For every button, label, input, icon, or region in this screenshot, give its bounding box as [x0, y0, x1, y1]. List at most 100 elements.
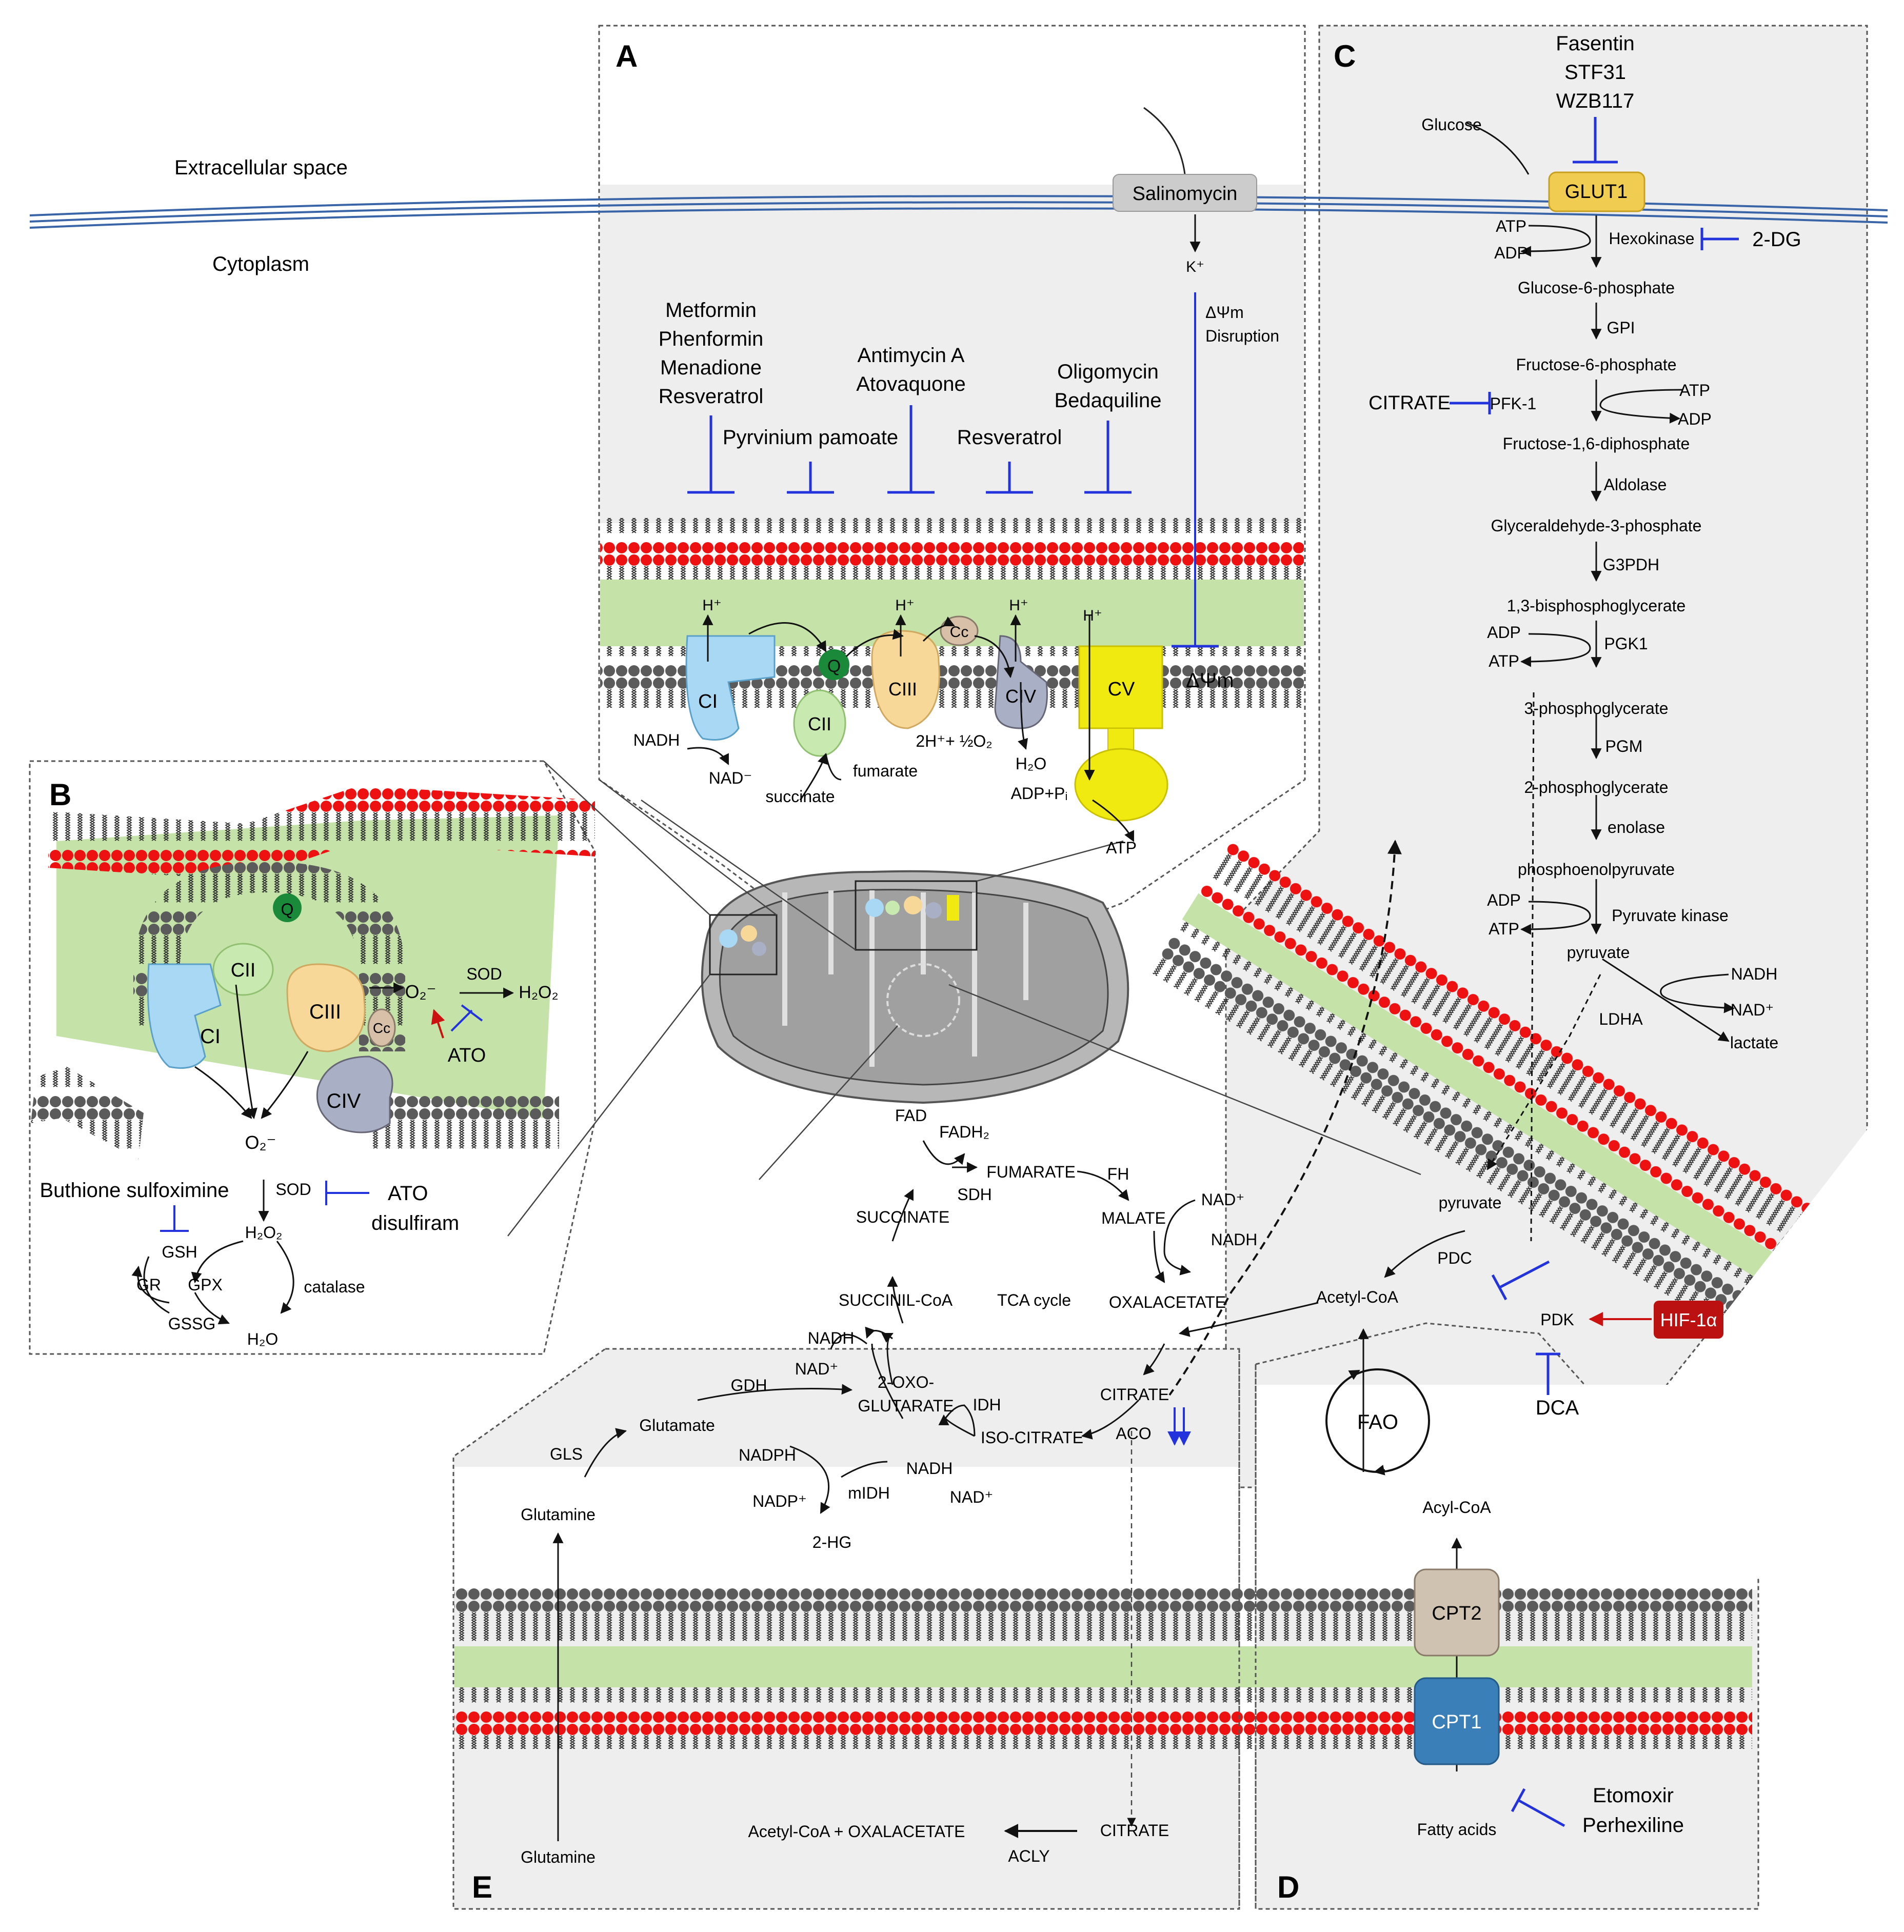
pgk1-label: PGK1	[1604, 634, 1648, 653]
nadh-tca-3: NADH	[906, 1459, 953, 1478]
panel-label-c: C	[1334, 39, 1356, 73]
ubiquinone-b-label: Q	[281, 900, 294, 919]
atp-c-2: ATP	[1679, 381, 1710, 400]
nadph-label: NADPH	[739, 1446, 796, 1464]
gsh-label: GSH	[162, 1243, 197, 1261]
oxoglutarate-2: GLUTARATE	[858, 1397, 954, 1415]
nadp-label: NADP⁺	[752, 1492, 807, 1510]
complex-v-a	[1078, 645, 1163, 729]
catalase-label: catalase	[304, 1278, 365, 1296]
pgm-label: PGM	[1605, 737, 1643, 755]
k-ion: K⁺	[1186, 258, 1204, 275]
cytochrome-c-b	[367, 1008, 396, 1047]
h2o2-b-2: H₂O₂	[245, 1223, 283, 1242]
ldha-label: LDHA	[1599, 1010, 1643, 1028]
nad-tca-2: NAD⁺	[795, 1360, 838, 1378]
salinomycin-box	[1113, 174, 1257, 212]
citrate-down-arrows	[1167, 1407, 1191, 1446]
sod-b: SOD	[466, 965, 502, 983]
panel-a-proton-arrows	[687, 614, 1135, 842]
nadh-c: NADH	[1731, 965, 1778, 983]
gpx-label: GPX	[188, 1276, 223, 1294]
bpg-label: 1,3-bisphosphoglycerate	[1507, 596, 1686, 615]
complex-iii-b-label: CIII	[309, 1001, 341, 1023]
panel-c-inhibitors	[1450, 117, 1739, 1827]
panel-label-b: B	[49, 778, 71, 812]
extracellular-label: Extracellular space	[174, 156, 348, 179]
g3pdh-label: G3PDH	[1603, 555, 1659, 574]
pyruvate-transport	[1486, 974, 1601, 1170]
enolase-label: enolase	[1608, 818, 1665, 836]
complex-i-a	[685, 635, 776, 741]
complex-i-b-label: CI	[200, 1025, 221, 1048]
pdc-label: PDC	[1437, 1249, 1472, 1267]
pyruvate-matrix-label: pyruvate	[1439, 1193, 1502, 1212]
pfk1-label: PFK-1	[1490, 394, 1537, 413]
atp-c-4: ATP	[1489, 920, 1519, 938]
panel-b-arrows	[131, 982, 514, 1325]
glutamine-tca: Glutamine	[521, 1505, 596, 1524]
bottom-outer-membrane	[454, 1687, 1752, 1749]
dca-label: DCA	[1536, 1397, 1579, 1419]
complex-i-a-label: CI	[698, 691, 718, 712]
fumarate-tca: FUMARATE	[986, 1163, 1076, 1181]
2dg-label: 2-DG	[1752, 228, 1801, 251]
water-a: H₂O	[1016, 754, 1046, 773]
proton-a-3: H⁺	[1009, 597, 1028, 614]
oxygen-reaction-a: 2H⁺+ ½O₂	[916, 732, 992, 750]
ato-inhibit-line	[450, 1009, 473, 1032]
nad-tca-1: NAD⁺	[1201, 1190, 1244, 1209]
panel-c-membrane-clip	[1590, 1128, 1904, 1487]
oxoglutarate-1: 2-OXO-	[878, 1373, 934, 1391]
citrate-c-label: CITRATE	[1369, 392, 1451, 414]
fh-label: FH	[1107, 1165, 1129, 1183]
idh-label: IDH	[973, 1396, 1001, 1414]
drug-ciii-2: Atovaquone	[856, 373, 966, 395]
complex-v-a-label: CV	[1108, 679, 1135, 700]
tca-cycle-label: TCA cycle	[997, 1291, 1071, 1309]
water-b: H₂O	[247, 1330, 278, 1348]
complex-ii-a-label: CII	[808, 713, 831, 734]
glut1-box	[1548, 171, 1645, 212]
3pg-label: 3-phosphoglycerate	[1524, 699, 1668, 718]
nadh-tca-1: NADH	[1211, 1230, 1258, 1249]
drug-cv-1: Oligomycin	[1057, 361, 1159, 383]
superoxide-b: O₂⁻	[405, 981, 437, 1002]
sdh-label: SDH	[957, 1185, 992, 1204]
glutamate-label: Glutamate	[639, 1416, 715, 1435]
glut-inhibitor-2: STF31	[1564, 61, 1626, 84]
ubiquinone-a	[819, 649, 849, 680]
2hg-label: 2-HG	[812, 1533, 851, 1551]
gdh-label: GDH	[730, 1376, 767, 1395]
succinate-tca: SUCCINATE	[856, 1208, 950, 1226]
gpi-label: GPI	[1607, 318, 1635, 337]
superoxide-b-2: O₂⁻	[245, 1132, 276, 1153]
tca-arrows	[584, 1140, 1319, 1514]
aco-label: ACO	[1116, 1424, 1151, 1443]
pyruvate-kinase-label: Pyruvate kinase	[1612, 906, 1729, 925]
mitochondrion	[701, 870, 1129, 1104]
complex-ii-b-label: CII	[231, 960, 256, 981]
hif-box	[1654, 1301, 1723, 1339]
gls-label: GLS	[550, 1445, 583, 1463]
dpsi-label: ΔΨm	[1205, 303, 1244, 322]
ato-b: ATO	[448, 1045, 486, 1066]
hexokinase-label: Hexokinase	[1609, 229, 1694, 248]
cytoplasm-label: Cytoplasm	[212, 253, 309, 275]
panel-label-e: E	[472, 1870, 492, 1904]
drug-ci-4: Resveratrol	[659, 385, 764, 408]
ato-activation-arrow	[431, 1009, 445, 1039]
succinate-a: succinate	[765, 787, 835, 806]
dpsi-membrane-label: ΔΨm	[1186, 669, 1234, 692]
acetyl-coa-tca: Acetyl-CoA	[1316, 1288, 1399, 1306]
salinomycin-label: Salinomycin	[1133, 183, 1238, 205]
sod-b-2: SOD	[275, 1180, 311, 1199]
complex-iv-b-label: CIV	[327, 1090, 361, 1112]
glutamine-e: Glutamine	[521, 1848, 596, 1866]
glut-inhibitor-1: Fasentin	[1556, 32, 1634, 55]
fatty-acids-label: Fatty acids	[1417, 1820, 1497, 1839]
cpt2-box	[1414, 1568, 1500, 1657]
pep-label: phosphoenolpyruvate	[1518, 860, 1675, 879]
